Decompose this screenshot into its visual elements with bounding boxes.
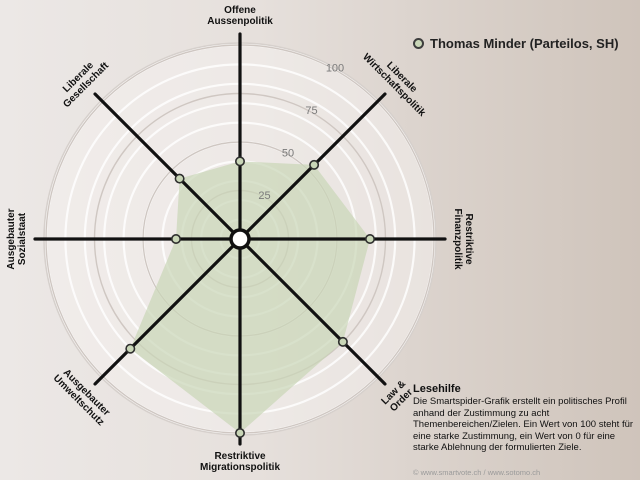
- reading-help-text: Die Smartspider-Grafik erstellt ein poli…: [413, 396, 634, 453]
- axis-label-line: Ausgebauter: [6, 208, 17, 269]
- axis-label-line: Restriktive: [463, 213, 474, 265]
- legend: Thomas Minder (Parteilos, SH): [413, 36, 619, 51]
- center-marker: [229, 228, 251, 250]
- ring-tick-label-75: 75: [305, 105, 317, 117]
- data-point-7: [171, 234, 182, 245]
- ring-tick-labels: 25 50 75 100: [258, 63, 344, 202]
- data-point-4: [337, 336, 348, 347]
- axis-label-line: Migrationspolitik: [200, 462, 280, 473]
- legend-label: Thomas Minder (Parteilos, SH): [430, 36, 619, 51]
- axis-line-6: [93, 237, 242, 386]
- reading-help-title: Lesehilfe: [413, 383, 461, 395]
- data-point-6: [125, 343, 136, 354]
- axis-label-line: Aussenpolitik: [207, 16, 273, 27]
- chart-points: [125, 156, 375, 438]
- ring-tick-label-100: 100: [326, 63, 344, 75]
- chart-axes: [33, 32, 447, 446]
- data-point-5: [235, 427, 246, 438]
- axis-label-line: Sozialstaat: [17, 212, 28, 265]
- axis-label-line: Offene: [224, 5, 256, 16]
- axis-line-4: [238, 237, 387, 386]
- ring-tick-label-50: 50: [282, 147, 294, 159]
- axis-line-8: [93, 92, 242, 241]
- legend-marker-icon: [413, 38, 424, 49]
- series-area: [130, 161, 370, 433]
- axis-label-line: Restriktive: [214, 451, 266, 462]
- ring-tick-label-25: 25: [258, 190, 270, 202]
- data-point-3: [364, 234, 375, 245]
- reading-help: Lesehilfe Die Smartspider-Grafik erstell…: [413, 383, 635, 454]
- data-point-8: [174, 173, 185, 184]
- chart-area-layer: [130, 161, 370, 433]
- data-point-2: [309, 159, 320, 170]
- axis-label-line: Finanzpolitik: [452, 208, 463, 270]
- data-point-1: [235, 156, 246, 167]
- credit-line: © www.smartvote.ch / www.sotomo.ch: [413, 468, 541, 477]
